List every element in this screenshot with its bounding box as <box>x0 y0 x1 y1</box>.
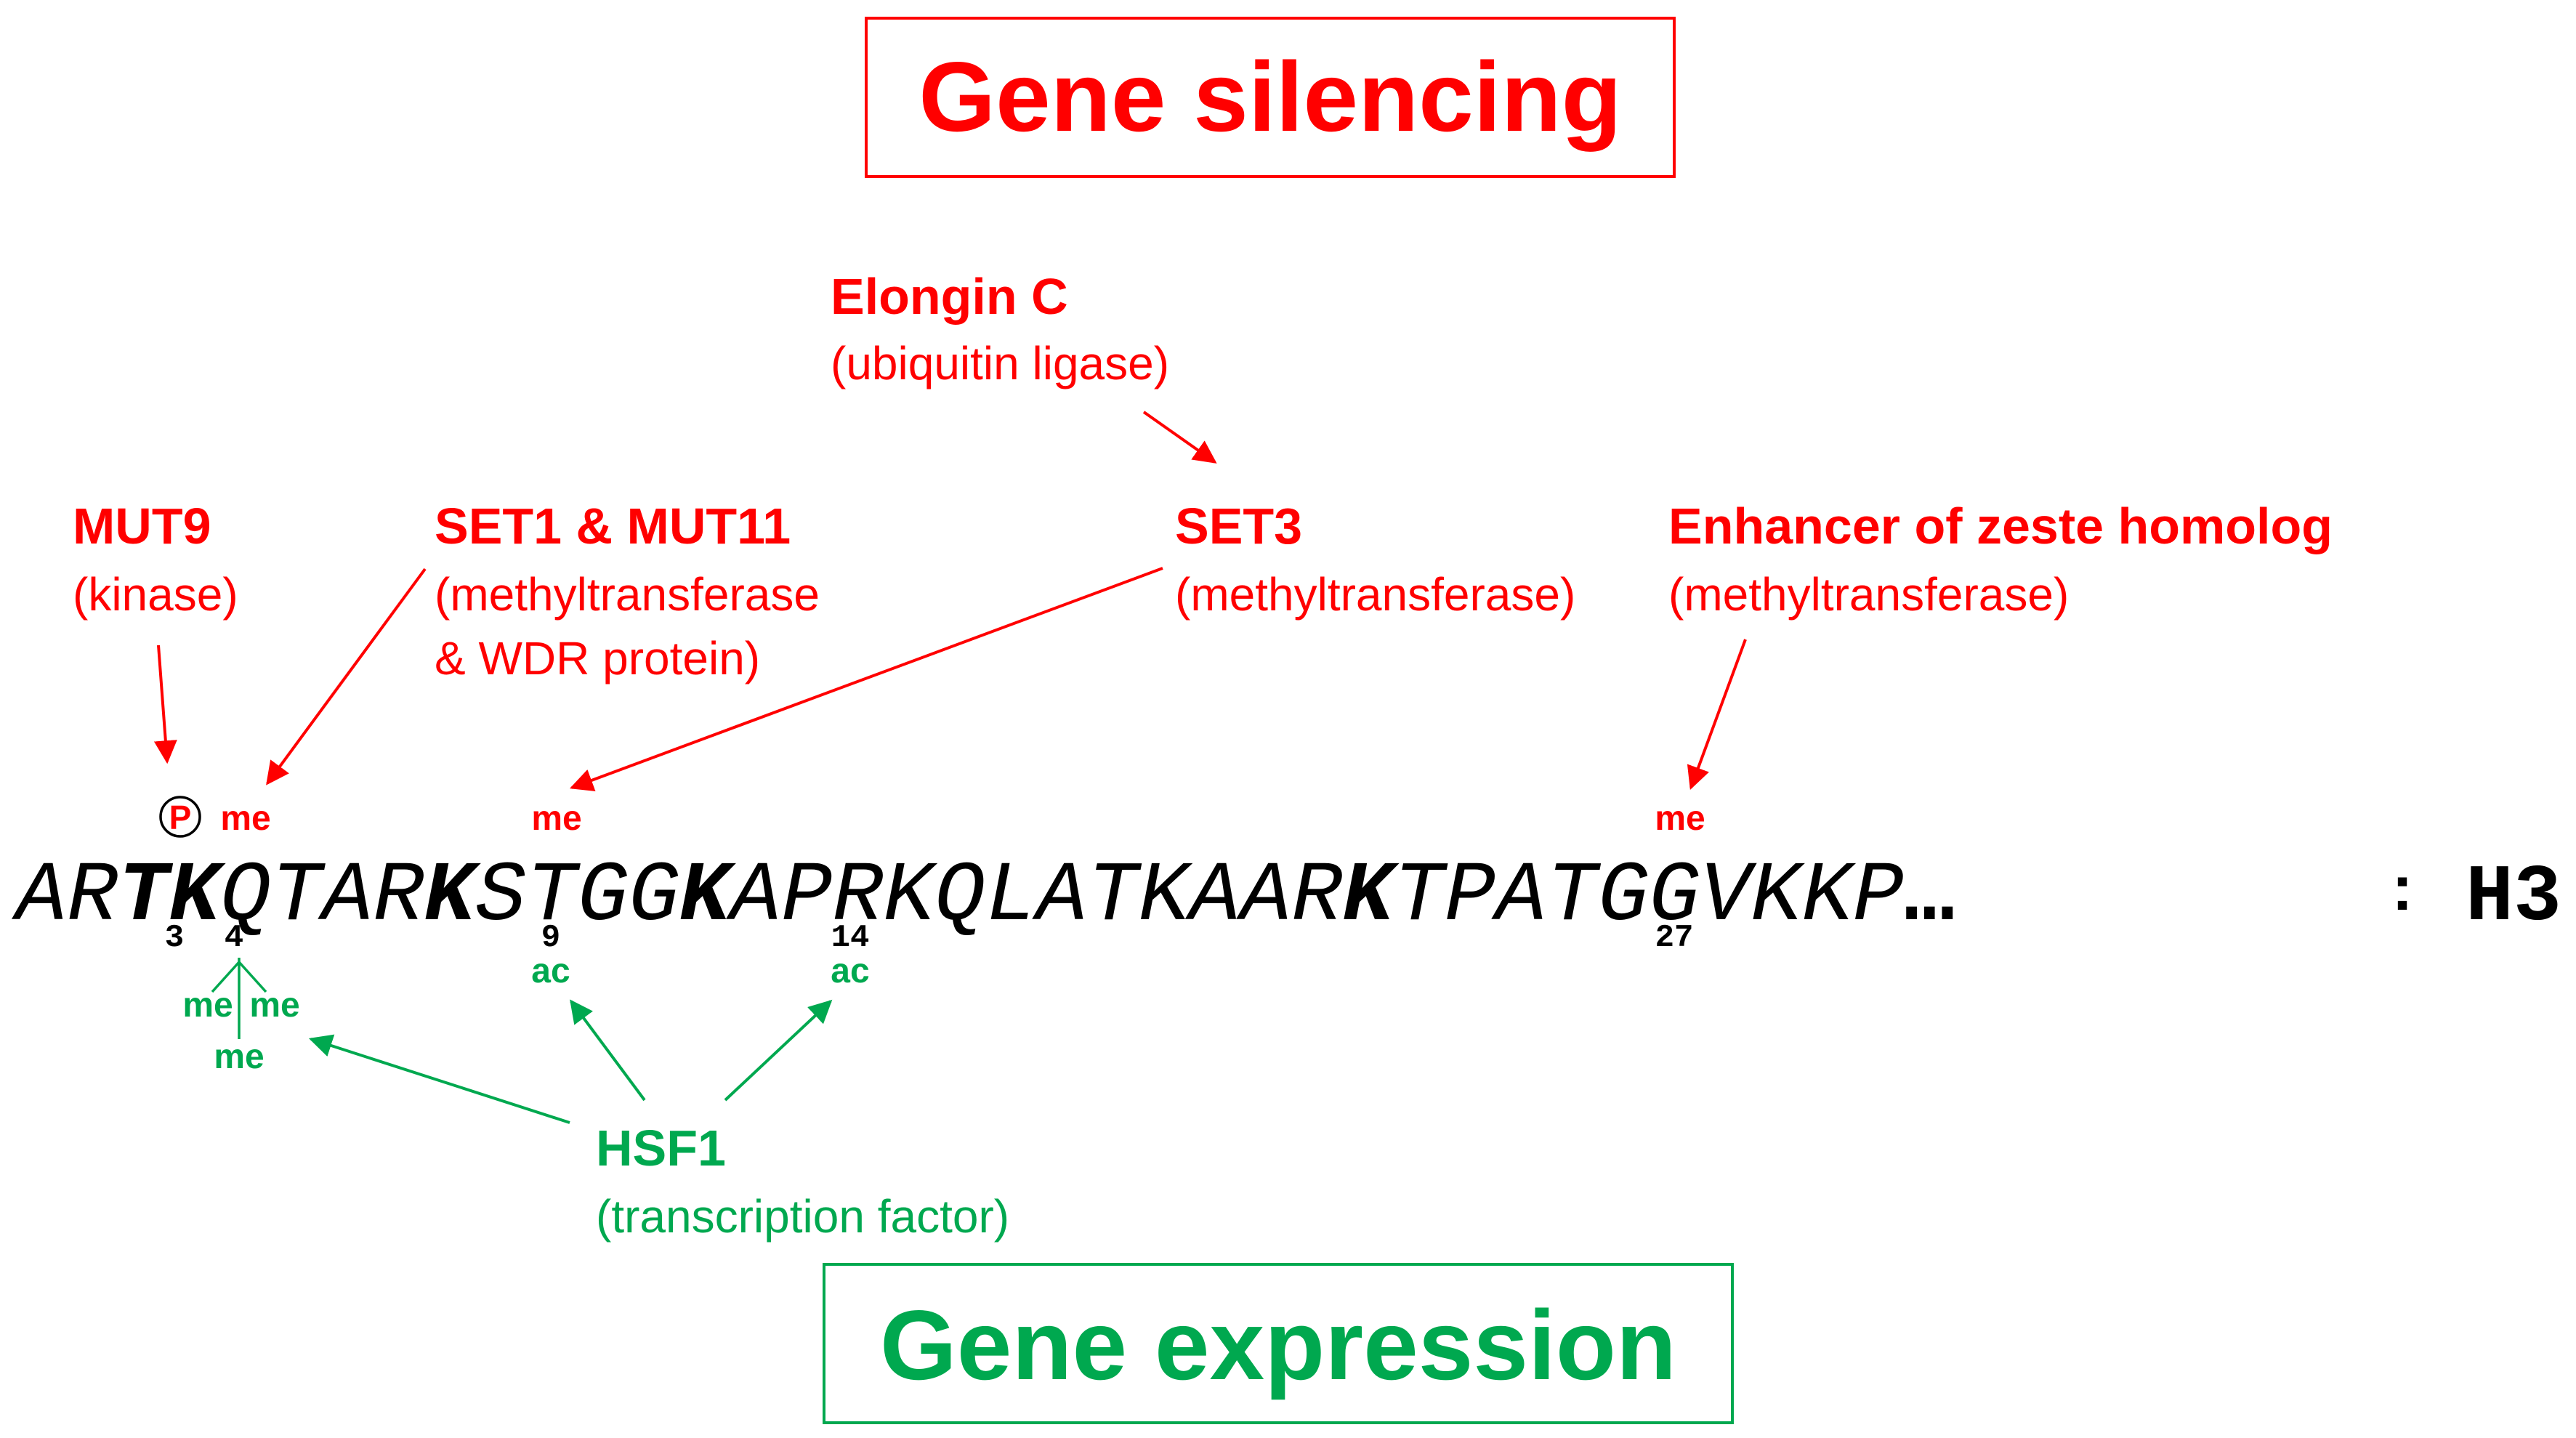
gene-expression-label: Gene expression <box>880 1290 1676 1400</box>
ezh-role: (methyltransferase) <box>1668 568 2069 621</box>
residue-3: 3 <box>165 920 184 956</box>
set3-label: SET3 (methyltransferase) <box>1175 498 1575 621</box>
k4-me-bottom: me <box>214 1038 264 1076</box>
seq-k14: K <box>679 849 737 945</box>
mut9-label: MUT9 (kinase) <box>73 498 238 621</box>
elongin-c-role: (ubiquitin ligase) <box>831 337 1169 389</box>
gene-expression-box: Gene expression <box>823 1263 1734 1424</box>
seq-k27: K <box>1343 849 1400 945</box>
k27-me-red: me <box>1655 799 1705 838</box>
seq-aprkqlatkaar: APRKQLATKAAR <box>726 849 1343 945</box>
seq-colon: : <box>2391 852 2413 924</box>
arrow-mut9-to-t3 <box>153 645 177 764</box>
phospho-circle <box>159 796 201 838</box>
arrow-hsf1-to-k4 <box>308 1034 570 1124</box>
residue-numbers: 3 4 9 14 27 <box>165 920 1694 956</box>
gene-silencing-frame <box>865 17 1676 178</box>
k9-me-red: me <box>531 799 581 838</box>
gene-expression-frame <box>823 1263 1734 1424</box>
residue-4: 4 <box>225 920 243 956</box>
seq-tk: TK <box>118 849 226 945</box>
gene-silencing-box: Gene silencing <box>865 17 1676 178</box>
set3-role: (methyltransferase) <box>1175 568 1575 621</box>
gene-silencing-label: Gene silencing <box>918 41 1621 152</box>
k9-ac: ac <box>531 952 570 990</box>
ezh-label: Enhancer of zeste homolog (methyltransfe… <box>1668 498 2333 621</box>
hsf1-name: HSF1 <box>596 1120 726 1176</box>
set3-name: SET3 <box>1175 498 1302 554</box>
set1-mut11-role-line2: & WDR protein) <box>435 632 760 684</box>
k4-me-red: me <box>220 799 270 838</box>
k14-ac: ac <box>831 952 869 990</box>
seq-qtar: QTAR <box>220 849 424 945</box>
k4-branch-right <box>238 961 267 993</box>
arrow-hsf1-to-k14 <box>724 999 833 1102</box>
h3-sequence: ARTKQTARKSTGGKAPRKQLATKAARKTPATGGVKKP… <box>12 849 1955 945</box>
elongin-c-name: Elongin C <box>831 268 1068 325</box>
arrow-elongin-to-set3 <box>1142 411 1217 464</box>
expression-arrows <box>308 999 833 1124</box>
seq-ellipsis: … <box>1904 849 1955 945</box>
histone-label: H3 <box>2466 853 2561 944</box>
set1-mut11-name: SET1 & MUT11 <box>435 498 791 554</box>
seq-ar: AR <box>12 849 118 945</box>
seq-tpatggvkkp: TPATGGVKKP <box>1394 849 1904 945</box>
arrow-hsf1-to-k9 <box>570 999 646 1102</box>
residue-27: 27 <box>1655 920 1694 956</box>
mut9-name: MUT9 <box>73 498 211 554</box>
seq-k9: K <box>424 849 482 945</box>
mut9-role: (kinase) <box>73 568 238 621</box>
residue-9: 9 <box>541 920 560 956</box>
silencing-arrows <box>153 411 1747 791</box>
arrow-set1-to-k4 <box>266 567 427 785</box>
expression-marks: me me me ac ac <box>182 952 869 1076</box>
seq-stgg: STGG <box>475 849 679 945</box>
hsf1-label: HSF1 (transcription factor) <box>596 1120 1009 1243</box>
phospho-mark: P <box>169 799 192 836</box>
k4-me-right: me <box>249 986 299 1025</box>
residue-14: 14 <box>831 920 870 956</box>
hsf1-role: (transcription factor) <box>596 1190 1009 1243</box>
silencing-marks: P me me me <box>159 796 1705 838</box>
k4-branch-left <box>211 961 241 993</box>
k4-me-left: me <box>182 986 233 1025</box>
elongin-c-label: Elongin C (ubiquitin ligase) <box>831 268 1169 389</box>
arrow-ezh-to-k27 <box>1687 639 1747 791</box>
set1-mut11-label: SET1 & MUT11 (methyltransferase & WDR pr… <box>435 498 820 684</box>
k4-trimethyl-branch <box>211 958 267 1039</box>
ezh-name: Enhancer of zeste homolog <box>1668 498 2333 554</box>
set1-mut11-role-line1: (methyltransferase <box>435 568 820 621</box>
arrow-set3-to-k9 <box>570 567 1163 791</box>
